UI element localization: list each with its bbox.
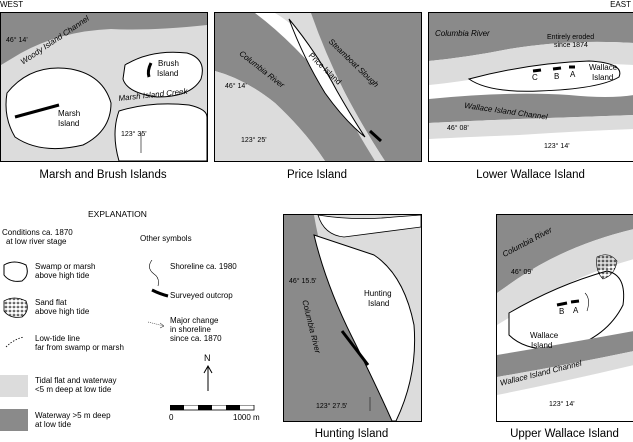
scale-start: 0 [169,413,174,422]
site-b-label: B [554,72,560,81]
legend-lowtide-1: Low-tide line [35,334,80,343]
wallace-island-label-2: Island [531,341,553,350]
legend-shoreline: Shoreline ca. 1980 [170,262,237,271]
caption-lower-wallace: Lower Wallace Island [476,169,585,181]
legend-tidal-2: <5 m deep at low tide [35,385,112,394]
marsh-island-label-2: Island [58,119,80,128]
site-b-label: B [559,307,565,316]
lon-label: 123° 14' [544,143,570,150]
conditions-heading-1: Conditions ca. 1870 [2,228,73,237]
wallace-island-label-2: Island [592,73,614,82]
scale-end: 1000 m [233,413,260,422]
marsh-island-label-1: Marsh [58,109,81,118]
eroded-note-1: Entirely eroded [547,34,595,41]
lon-label: 123° 25' [241,137,267,144]
lon-label: 123° 14' [549,401,575,408]
legend-other-symbols [147,260,169,329]
wallace-island-label-1: Wallace [589,63,618,72]
legend-waterway-2: at low tide [35,420,72,429]
map-panel-marsh-brush: 46° 14' Woody Island Channel Brush Islan… [0,12,208,162]
legend-change-3: since ca. 1870 [170,334,222,343]
legend-change-2: in shoreline [170,325,211,334]
lat-label: 46° 14' [225,83,247,90]
upper-wallace-map [497,215,633,421]
lat-label: 46° 08' [447,125,469,132]
site-a-label: A [573,306,579,315]
hunting-island-label-1: Hunting [364,289,392,298]
brush-island-label-1: Brush [158,59,179,68]
scale-bar [170,405,255,411]
lon-label: 123° 27.5' [316,403,348,410]
map-panel-upper-wallace: Columbia River 46° 09' B A Wallace Islan… [496,214,633,422]
legend-outcrop: Surveyed outcrop [170,291,233,300]
lat-label: 46° 14' [6,37,28,44]
legend-swamp-2: above high tide [35,271,90,280]
eroded-note-2: since 1874 [554,42,588,49]
lon-label: 123° 35' [121,131,147,138]
conditions-heading-2: at low river stage [6,237,67,246]
columbia-river-label: Columbia River [435,29,490,38]
west-label: WEST [0,0,24,9]
legend-lowtide-2: far from swamp or marsh [35,343,124,352]
map-panel-hunting: 46° 15.5' Columbia River Hunting Island … [283,214,422,422]
lat-label: 46° 15.5' [289,278,317,285]
map-panel-price: 46° 14' Columbia River Steamboat Slough … [214,12,422,162]
hunting-map [284,215,421,421]
caption-upper-wallace: Upper Wallace Island [510,428,619,440]
north-label: N [204,353,211,363]
site-a-label: A [570,70,576,79]
marsh-brush-map [1,13,207,161]
legend-change-1: Major change [170,316,219,325]
other-heading: Other symbols [140,234,192,243]
price-map [215,13,421,161]
legend: EXPLANATION Conditions ca. 1870 at low r… [0,205,280,442]
wallace-island-label-1: Wallace [530,331,559,340]
legend-swatches [0,261,28,431]
lat-label: 46° 09' [511,269,533,276]
caption-hunting: Hunting Island [314,428,389,440]
legend-title: EXPLANATION [88,209,147,219]
site-c-label: C [532,73,538,82]
east-label: EAST [610,0,631,9]
legend-sand-1: Sand flat [35,298,67,307]
legend-sand-2: above high tide [35,307,90,316]
legend-waterway-1: Waterway >5 m deep [35,411,111,420]
caption-marsh-brush: Marsh and Brush Islands [39,169,167,181]
caption-price: Price Island [286,169,348,181]
north-arrow-icon [203,365,213,391]
lower-wallace-map [429,13,633,161]
brush-island-label-2: Island [157,69,179,78]
map-panel-lower-wallace: Columbia River Entirely eroded since 187… [428,12,633,162]
legend-tidal-1: Tidal flat and waterway [35,376,117,385]
legend-swamp-1: Swamp or marsh [35,262,96,271]
hunting-island-label-2: Island [368,299,390,308]
